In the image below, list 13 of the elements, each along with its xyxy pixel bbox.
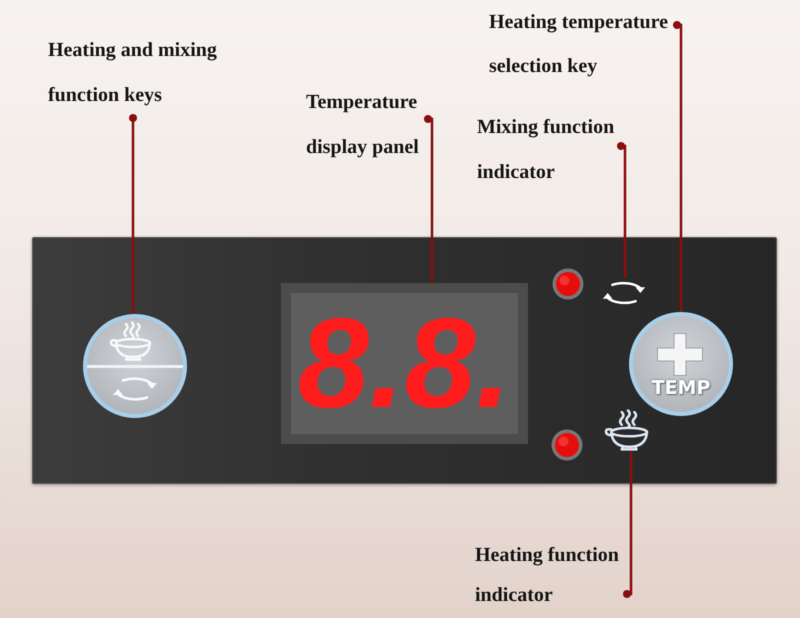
leader-line (616, 142, 626, 278)
callout-text: Heating temperature selection key (489, 0, 677, 88)
callout-text: Heating function indicator (475, 535, 627, 615)
digital-display: 8.8. (281, 283, 528, 444)
callout-text: Mixing function indicator (477, 105, 621, 195)
control-panel (32, 237, 777, 484)
leader-line (424, 114, 434, 283)
leader-line (128, 114, 138, 314)
leader-line (622, 451, 632, 598)
leader-line (672, 20, 682, 312)
temperature-button: TEMP (629, 312, 733, 416)
callout-text: Heating and mixing function keys (48, 28, 240, 118)
callout-text: Temperature display panel (306, 80, 428, 170)
